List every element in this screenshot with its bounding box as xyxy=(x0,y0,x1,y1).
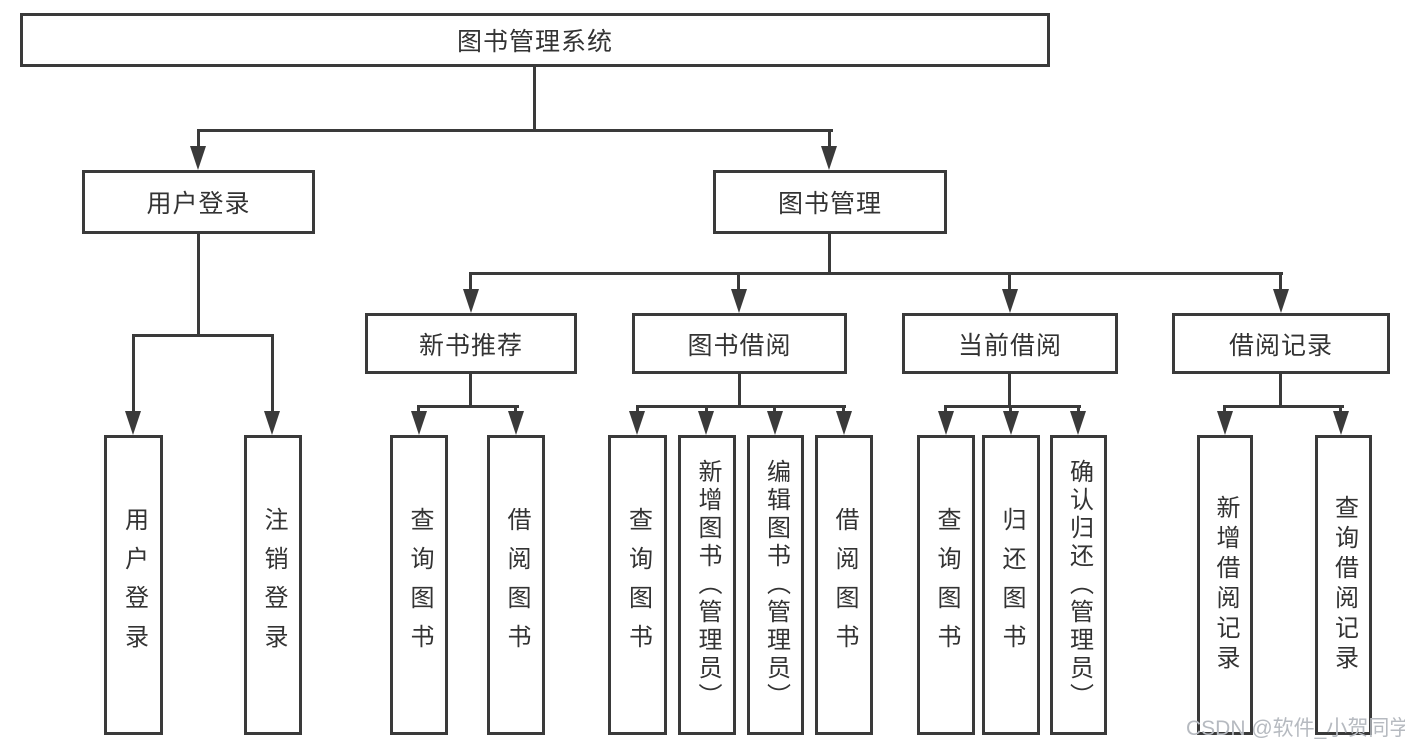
arrowhead xyxy=(698,411,714,435)
leaf-add-borrow-record-label: 新增借阅记录 xyxy=(1212,495,1239,675)
leaf-query-borrow-record-label: 查询借阅记录 xyxy=(1330,495,1358,675)
arrowhead xyxy=(1333,411,1349,435)
connector-line xyxy=(636,405,846,408)
arrowhead xyxy=(1070,411,1086,435)
arrowhead xyxy=(463,289,479,313)
leaf-add-book-admin-label: 新增图书（管理员） xyxy=(694,459,721,711)
leaf-borrow-books-recommend: 借阅图书 xyxy=(487,435,545,735)
leaf-logout-login: 注销登录 xyxy=(244,435,302,735)
node-new-book-recommend-label: 新书推荐 xyxy=(418,331,523,360)
arrowhead xyxy=(1003,411,1019,435)
node-book-management-label: 图书管理 xyxy=(777,190,882,218)
arrowhead xyxy=(836,411,852,435)
connector-line xyxy=(470,272,1283,275)
leaf-query-borrow-record: 查询借阅记录 xyxy=(1315,435,1372,735)
node-library-management-system-label: 图书管理系统 xyxy=(456,28,613,56)
leaf-add-borrow-record: 新增借阅记录 xyxy=(1197,435,1253,735)
watermark: CSDN @软件_小贺同学 xyxy=(1186,717,1405,740)
leaf-return-books: 归还图书 xyxy=(982,435,1040,735)
leaf-add-book-admin: 新增图书（管理员） xyxy=(678,435,736,735)
arrowhead xyxy=(1217,411,1233,435)
arrowhead xyxy=(264,411,280,435)
leaf-confirm-return-admin-label: 确认归还（管理员） xyxy=(1065,459,1093,711)
arrowhead xyxy=(821,146,837,170)
connector-line xyxy=(1223,405,1344,408)
node-borrowing-records-label: 借阅记录 xyxy=(1228,331,1333,360)
leaf-borrow-books-borrowing: 借阅图书 xyxy=(815,435,873,735)
connector-line xyxy=(737,272,740,291)
arrowhead xyxy=(1002,289,1018,313)
arrowhead xyxy=(938,411,954,435)
leaf-return-books-label: 归还图书 xyxy=(998,507,1025,663)
node-borrowing-records: 借阅记录 xyxy=(1172,313,1390,374)
leaf-query-books-current-label: 查询图书 xyxy=(933,507,960,663)
leaf-query-books-recommend: 查询图书 xyxy=(390,435,448,735)
leaf-query-books-current: 查询图书 xyxy=(917,435,975,735)
leaf-user-login-label: 用户登录 xyxy=(120,507,148,663)
node-user-login-group-label: 用户登录 xyxy=(146,190,251,218)
connector-line xyxy=(1339,405,1342,415)
connector-line xyxy=(1008,272,1011,291)
node-current-borrowing: 当前借阅 xyxy=(902,313,1118,374)
connector-line xyxy=(773,405,776,415)
leaf-edit-book-admin-label: 编辑图书（管理员） xyxy=(762,459,790,711)
connector-line xyxy=(132,334,135,413)
leaf-query-books-borrowing: 查询图书 xyxy=(608,435,667,735)
connector-line xyxy=(1077,405,1080,415)
connector-line xyxy=(197,234,200,334)
arrowhead xyxy=(629,411,645,435)
connector-line xyxy=(417,405,420,415)
connector-line xyxy=(469,374,472,405)
connector-line xyxy=(636,405,639,415)
connector-line xyxy=(1279,374,1282,405)
connector-line xyxy=(738,374,741,405)
connector-line xyxy=(533,67,536,129)
connector-line xyxy=(1009,405,1012,415)
connector-line xyxy=(271,334,274,413)
arrowhead xyxy=(125,411,141,435)
node-user-login-group: 用户登录 xyxy=(82,170,315,234)
arrowhead xyxy=(767,411,783,435)
connector-line xyxy=(828,129,831,149)
connector-line xyxy=(1279,272,1282,291)
leaf-logout-login-label: 注销登录 xyxy=(260,507,287,663)
connector-line xyxy=(132,334,274,337)
leaf-confirm-return-admin: 确认归还（管理员） xyxy=(1050,435,1107,735)
arrowhead xyxy=(1273,289,1289,313)
connector-line xyxy=(842,405,845,415)
leaf-query-books-recommend-label: 查询图书 xyxy=(406,507,433,663)
node-book-borrowing: 图书借阅 xyxy=(632,313,847,374)
connector-line xyxy=(469,272,472,291)
connector-line xyxy=(828,234,831,272)
leaf-query-books-borrowing-label: 查询图书 xyxy=(624,507,652,663)
connector-line xyxy=(705,405,708,415)
connector-line xyxy=(1008,374,1011,405)
connector-line xyxy=(197,129,833,132)
node-library-management-system: 图书管理系统 xyxy=(20,13,1050,67)
arrowhead xyxy=(508,411,524,435)
leaf-borrow-books-borrowing-label: 借阅图书 xyxy=(831,507,858,663)
node-current-borrowing-label: 当前借阅 xyxy=(957,331,1062,360)
connector-line xyxy=(944,405,947,415)
arrowhead xyxy=(411,411,427,435)
connector-line xyxy=(514,405,517,415)
node-new-book-recommend: 新书推荐 xyxy=(365,313,577,374)
node-book-management: 图书管理 xyxy=(713,170,947,234)
connector-line xyxy=(944,405,1081,408)
connector-line xyxy=(197,129,200,149)
arrowhead xyxy=(190,146,206,170)
arrowhead xyxy=(731,289,747,313)
leaf-borrow-books-recommend-label: 借阅图书 xyxy=(503,507,530,663)
leaf-edit-book-admin: 编辑图书（管理员） xyxy=(747,435,804,735)
node-book-borrowing-label: 图书借阅 xyxy=(687,331,792,360)
connector-line xyxy=(1223,405,1226,415)
leaf-user-login: 用户登录 xyxy=(104,435,163,735)
connector-line xyxy=(417,405,519,408)
